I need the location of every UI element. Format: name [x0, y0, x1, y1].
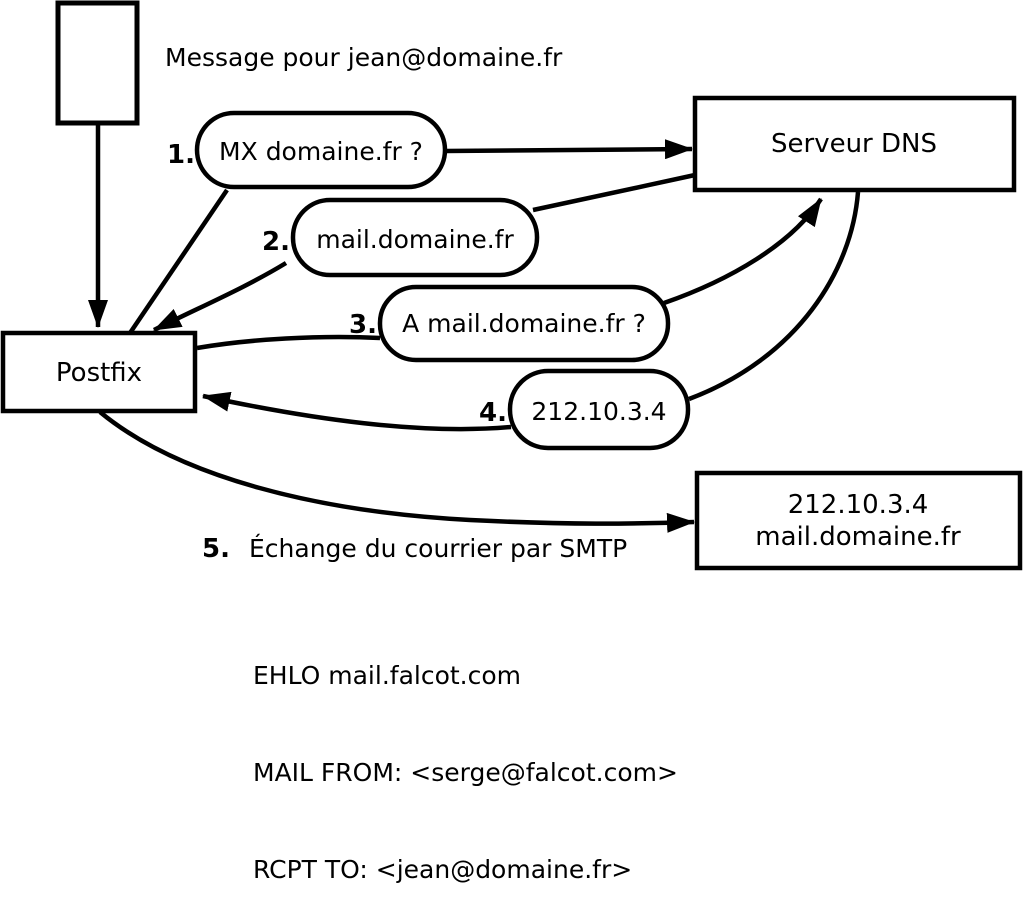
a-answer-pill — [507, 368, 691, 451]
arrow-mx-answer-to-postfix — [152, 261, 288, 333]
message-note: Message pour jean@domaine.fr — [165, 43, 563, 72]
arrow-postfix-to-destination — [98, 410, 695, 533]
destination-server-box — [694, 470, 1023, 571]
postfix-label: Postfix — [56, 358, 142, 388]
step5-number: 5. — [202, 534, 230, 564]
a-query-label: A mail.domaine.fr ? — [402, 309, 646, 338]
smtp-line: EHLO mail.falcot.com — [253, 660, 522, 690]
step4-number: 4. — [479, 398, 507, 428]
line-dns-to-mx-answer — [532, 172, 696, 213]
destination-ip: 212.10.3.4 — [788, 490, 929, 520]
step3-number: 3. — [349, 310, 377, 340]
smtp-line: RCPT TO: <jean@domaine.fr> — [253, 855, 633, 885]
a-query-pill — [377, 284, 671, 363]
message-source-box — [55, 0, 140, 126]
line-postfix-to-a-query — [196, 334, 381, 351]
dns-server-box — [692, 95, 1017, 193]
mx-query-label: MX domaine.fr ? — [219, 137, 423, 166]
destination-hostname: mail.domaine.fr — [755, 522, 961, 552]
smtp-line: MAIL FROM: <serge@falcot.com> — [253, 758, 678, 788]
arrow-a-query-to-dns — [663, 197, 823, 306]
postfix-box — [0, 330, 198, 414]
a-answer-label: 212.10.3.4 — [531, 397, 666, 426]
mx-answer-pill — [290, 197, 540, 278]
step1-number: 1. — [167, 140, 195, 170]
smtp-exchange-label: Échange du courrier par SMTP — [249, 534, 627, 563]
line-postfix-to-mx-query — [128, 188, 229, 335]
arrow-mx-query-to-dns — [444, 139, 693, 160]
arrow-a-answer-to-postfix — [202, 391, 512, 432]
mx-answer-label: mail.domaine.fr — [316, 225, 514, 254]
smtp-session-transcript: EHLO mail.falcot.com MAIL FROM: <serge@f… — [253, 595, 678, 919]
step2-number: 2. — [262, 227, 290, 257]
line-dns-to-a-answer — [688, 191, 861, 402]
dns-server-label: Serveur DNS — [771, 129, 937, 159]
